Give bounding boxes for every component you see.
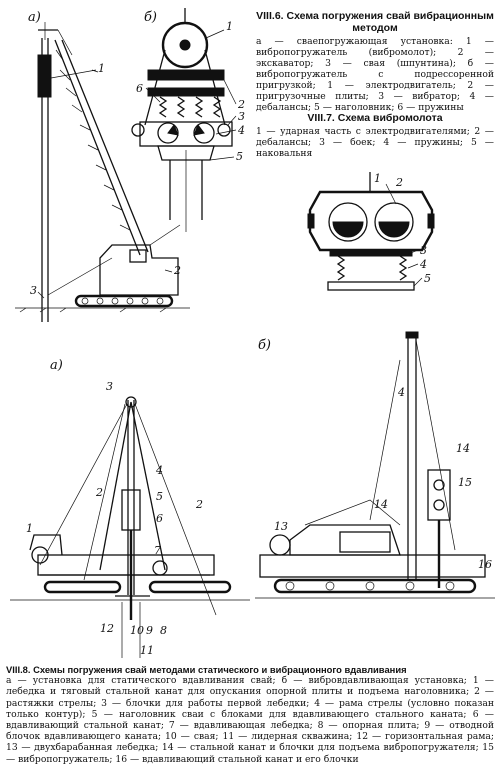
vibro-driver-drawing [131,8,237,232]
fig8-a-callout-9: 9 [146,624,153,637]
fig8-b-callout-13: 13 [274,520,288,533]
fig8-a-callout-2: 2 [96,486,103,499]
fig6-title: VIII.6. Схема погружения свай вибрационн… [256,10,494,34]
fig8-panel-a: а) 3 1 2 4 5 6 7 2 12 10 9 8 11 [0,340,260,660]
fig6-b-callout-3: 3 [238,110,245,123]
fig6-b-callout-1: 1 [226,20,233,33]
fig7-callout-2: 2 [396,176,403,189]
fig8-panel-a-label: а) [50,358,63,373]
fig8-b-callout-4: 4 [398,386,405,399]
fig8-caption-body: а — установка для статического вдавливан… [6,675,494,765]
fig8-a-callout-6: 6 [156,512,163,525]
fig7-callout-5: 5 [424,272,431,285]
fig8-b-callout-15: 15 [458,476,472,489]
fig7-callout-4: 4 [420,258,427,271]
fig8-b-callout-14b: 14 [374,498,388,511]
fig6-panel-b-label: б) [144,10,158,25]
fig8-b-callout-14: 14 [456,442,470,455]
fig6-b-callout-2: 2 [238,98,245,111]
fig8-caption: VIII.8. Схемы погружения свай методами с… [6,664,494,765]
vibro-press-rig-drawing [255,331,495,599]
fig8-a-callout-4: 4 [156,464,163,477]
fig8-a-callout-3: 3 [106,380,113,393]
fig8-a-callout-10: 10 [130,624,144,637]
fig8-a-callout-12: 12 [100,622,114,635]
fig6-panel-b: б) 1 2 3 4 5 6 [120,0,260,240]
fig6-a-callout-3: 3 [30,284,37,297]
fig6-panel-a-label: а) [28,10,41,25]
fig6-b-callout-4: 4 [238,124,245,137]
fig6-panel-a: а) 1 2 3 [0,0,200,330]
fig6-legend: а — сваепогружающая установка: 1 — вибро… [256,36,494,113]
fig8-panel-b: б) 4 14 15 13 14 16 [250,320,500,650]
fig6-b-callout-6: 6 [136,82,143,95]
fig8-a-callout-8: 8 [160,624,167,637]
fig7-legend: 1 — ударная часть с электродвигателями; … [256,126,494,159]
fig6-a-callout-1: 1 [98,62,105,75]
fig7-callout-3: 3 [420,244,427,257]
fig6-a-callout-2: 2 [174,264,181,277]
pile-driver-drawing [15,22,190,322]
fig8-a-callout-1: 1 [26,522,33,535]
fig7-callout-1: 1 [374,172,381,185]
fig8-a-callout-5: 5 [156,490,163,503]
fig8-a-callout-2b: 2 [196,498,203,511]
fig8-panel-b-label: б) [258,338,272,353]
fig6-b-callout-5: 5 [236,150,243,163]
fig7-drawing: 1 2 3 4 5 [300,170,460,300]
fig8-a-callout-7: 7 [154,544,161,557]
fig7-title: VIII.7. Схема вибромолота [307,112,443,124]
vibro-hammer-drawing [307,172,435,291]
fig8-a-callout-11: 11 [140,644,154,657]
fig8-caption-title: VIII.8. Схемы погружения свай методами с… [6,664,407,675]
fig8-b-callout-16: 16 [478,558,492,571]
static-press-rig-drawing [10,396,250,658]
